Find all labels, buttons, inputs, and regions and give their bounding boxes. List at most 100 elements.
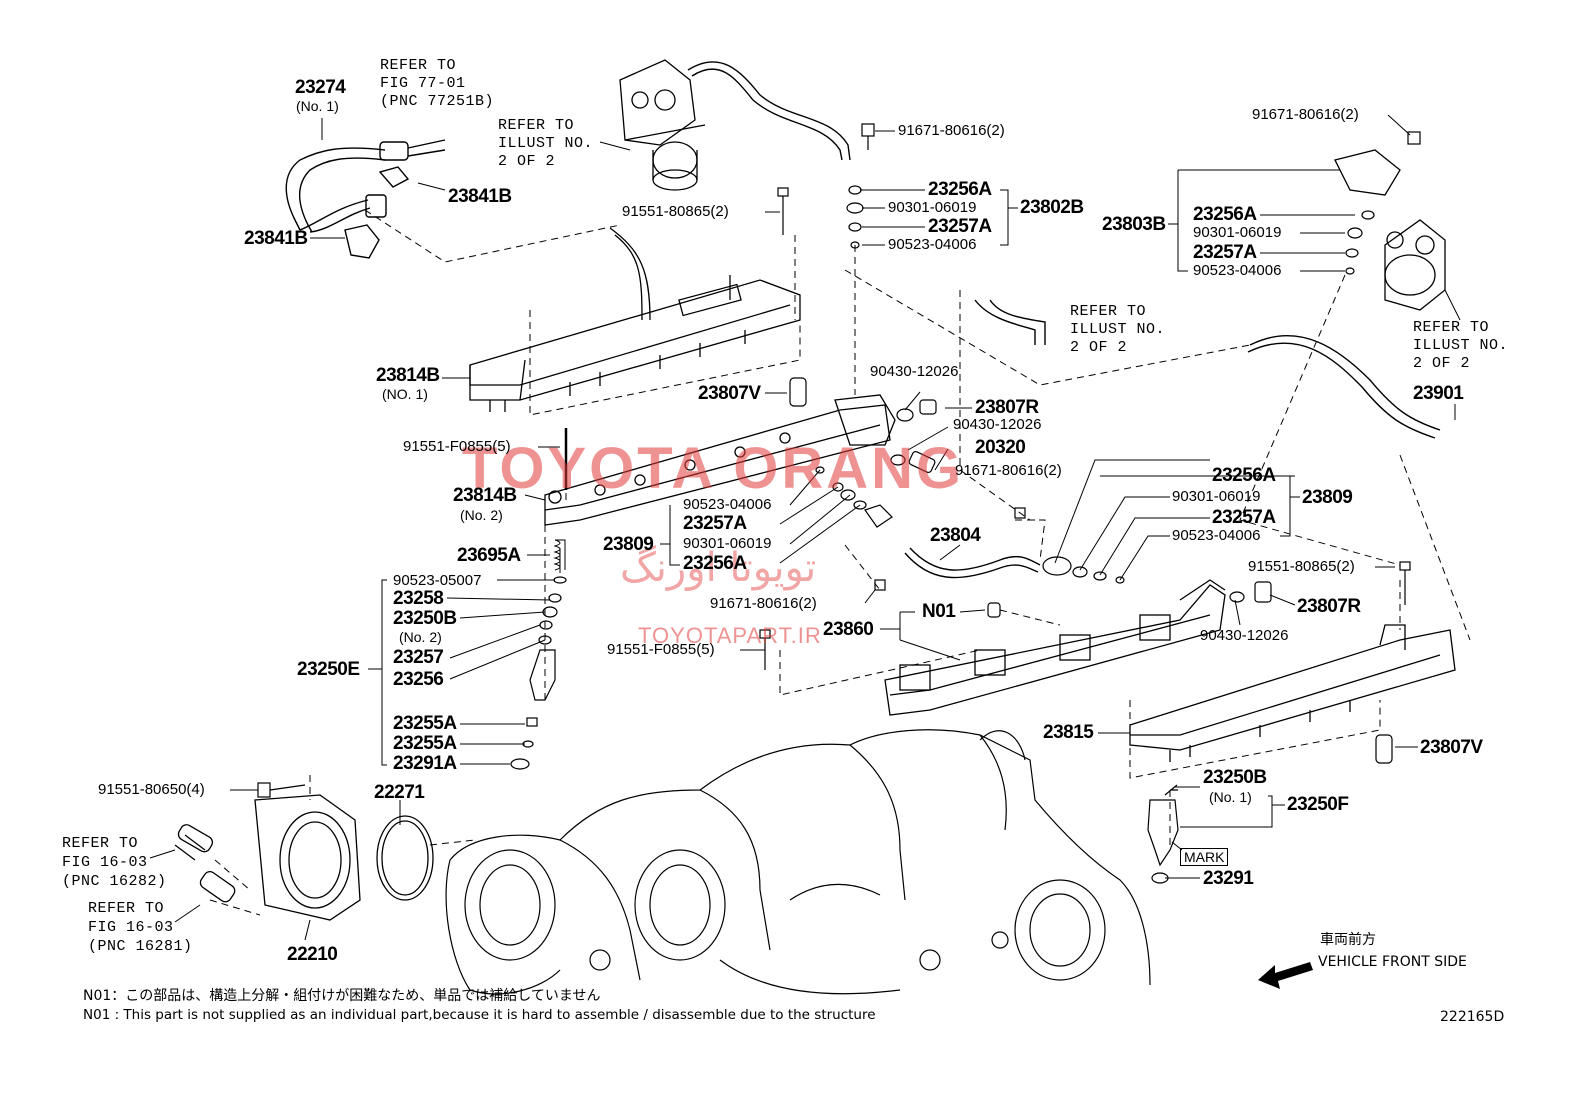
- part-label[interactable]: 22271: [374, 782, 425, 803]
- part-label[interactable]: 23814B: [376, 365, 440, 386]
- part-label[interactable]: 90523-04006: [1172, 527, 1261, 544]
- part-label[interactable]: 90301-06019: [888, 199, 977, 216]
- refer-line: (PNC 77251B): [380, 93, 495, 110]
- part-label[interactable]: 23256: [393, 669, 444, 690]
- part-sublabel: (No. 1): [296, 98, 339, 114]
- part-label[interactable]: 23255A: [393, 733, 457, 754]
- part-label[interactable]: 23860: [823, 619, 874, 640]
- part-label[interactable]: 90523-04006: [1193, 262, 1282, 279]
- part-label[interactable]: 23250B: [1203, 767, 1267, 788]
- hose-23274: [285, 139, 446, 259]
- part-label[interactable]: 23809: [1302, 487, 1353, 508]
- part-label[interactable]: 90523-04006: [888, 236, 977, 253]
- refer-illust-top: REFER TO ILLUST NO. 2 OF 2: [498, 117, 593, 171]
- refer-line: REFER TO: [1413, 319, 1490, 336]
- throttle-body: [174, 794, 434, 921]
- part-label[interactable]: N01: [922, 601, 956, 622]
- part-label[interactable]: 20320: [975, 437, 1026, 458]
- refer-line: FIG 77-01: [380, 75, 466, 92]
- part-label[interactable]: 91551-80650(4): [98, 781, 205, 798]
- part-label[interactable]: 23256A: [1193, 204, 1257, 225]
- part-label[interactable]: 91551-80865(2): [622, 203, 729, 220]
- part-label[interactable]: 23901: [1413, 383, 1464, 404]
- part-sublabel: (No. 1): [1209, 789, 1252, 805]
- part-label[interactable]: 23807R: [975, 397, 1039, 418]
- part-label[interactable]: 23256A: [1212, 465, 1276, 486]
- part-label[interactable]: 23803B: [1102, 214, 1166, 235]
- watermark-farsi: تویوتا اورنگ: [620, 545, 817, 591]
- part-label[interactable]: 90430-12026: [953, 416, 1042, 433]
- part-label[interactable]: 23291: [1203, 868, 1254, 889]
- refer-line: 2 OF 2: [1070, 339, 1128, 356]
- refer-line: ILLUST NO.: [1413, 337, 1509, 354]
- fuel-pump-top: [619, 59, 706, 191]
- refer-line: REFER TO: [498, 117, 575, 134]
- part-label[interactable]: 90301-06019: [1172, 488, 1261, 505]
- part-label[interactable]: 23256A: [928, 179, 992, 200]
- part-label[interactable]: 23807R: [1297, 596, 1361, 617]
- part-label[interactable]: 23695A: [457, 545, 521, 566]
- diagram-id: 222165D: [1440, 1009, 1505, 1025]
- refer-illust-right: REFER TO ILLUST NO. 2 OF 2: [1413, 319, 1508, 373]
- part-label[interactable]: 23804: [930, 525, 981, 546]
- vehicle-front-jp: 車両前方: [1320, 932, 1376, 948]
- delivery-pipe-no1: [469, 227, 801, 412]
- delivery-pipe-no2: [544, 394, 896, 526]
- part-label[interactable]: 90430-12026: [870, 363, 959, 380]
- part-label[interactable]: 22210: [287, 944, 338, 965]
- part-label[interactable]: 90301-06019: [683, 535, 772, 552]
- part-label[interactable]: 23814B: [453, 485, 517, 506]
- refer-fig-77-01: REFER TO FIG 77-01 (PNC 77251B): [380, 57, 494, 111]
- part-label[interactable]: 23250B: [393, 608, 457, 629]
- part-label[interactable]: 91671-80616(2): [955, 462, 1062, 479]
- refer-fig-16-03-a: REFER TO FIG 16-03 (PNC 16282): [62, 834, 167, 891]
- refer-line: (PNC 16281): [88, 938, 193, 955]
- refer-line: REFER TO: [380, 57, 457, 74]
- part-label[interactable]: 23257A: [928, 216, 992, 237]
- part-label[interactable]: 23257: [393, 647, 444, 668]
- part-label[interactable]: 23815: [1043, 722, 1094, 743]
- refer-fig-16-03-b: REFER TO FIG 16-03 (PNC 16281): [88, 899, 193, 956]
- refer-line: REFER TO: [62, 835, 139, 852]
- refer-line: REFER TO: [1070, 303, 1147, 320]
- part-label[interactable]: 23257A: [683, 513, 747, 534]
- part-label[interactable]: 23807V: [1420, 737, 1483, 758]
- part-label[interactable]: 90523-04006: [683, 496, 772, 513]
- note-en: N01 : This part is not supplied as an in…: [83, 1007, 876, 1023]
- part-label[interactable]: 23841B: [448, 186, 512, 207]
- part-label[interactable]: 23250E: [297, 659, 360, 680]
- part-label[interactable]: 23809: [603, 534, 654, 555]
- part-label[interactable]: 91671-80616(2): [1252, 106, 1359, 123]
- part-label[interactable]: 91671-80616(2): [898, 122, 1005, 139]
- watermark-main: TOYOTA ORANG: [462, 436, 965, 501]
- part-label[interactable]: 91551-F0855(5): [607, 641, 715, 658]
- leader-lines: [149, 114, 1461, 941]
- delivery-pipe-23815: [1129, 624, 1456, 762]
- part-label[interactable]: 23257A: [1193, 242, 1257, 263]
- refer-line: ILLUST NO.: [1070, 321, 1166, 338]
- part-label[interactable]: 23256A: [683, 553, 747, 574]
- refer-illust-mid: REFER TO ILLUST NO. 2 OF 2: [1070, 303, 1165, 357]
- part-label[interactable]: 23258: [393, 588, 444, 609]
- part-label[interactable]: 23291A: [393, 753, 457, 774]
- part-label[interactable]: 90430-12026: [1200, 627, 1289, 644]
- part-label[interactable]: 91551-80865(2): [1248, 558, 1355, 575]
- part-label[interactable]: 23802B: [1020, 197, 1084, 218]
- part-label[interactable]: 23807V: [698, 383, 761, 404]
- part-label[interactable]: 91551-F0855(5): [403, 438, 511, 455]
- part-label[interactable]: 23250F: [1287, 794, 1349, 815]
- mark-box: MARK: [1180, 848, 1229, 866]
- front-arrow: [1258, 962, 1313, 989]
- fuel-pump-right: [1334, 149, 1446, 311]
- fuel-lines: [687, 61, 1441, 579]
- part-label[interactable]: 91671-80616(2): [710, 595, 817, 612]
- part-label[interactable]: 90301-06019: [1193, 224, 1282, 241]
- part-label[interactable]: 90523-05007: [393, 572, 482, 589]
- part-label[interactable]: 23841B: [244, 228, 308, 249]
- part-label[interactable]: 23274: [295, 77, 346, 98]
- small-parts: [257, 123, 1421, 884]
- part-label[interactable]: 23257A: [1212, 507, 1276, 528]
- part-label[interactable]: 23255A: [393, 713, 457, 734]
